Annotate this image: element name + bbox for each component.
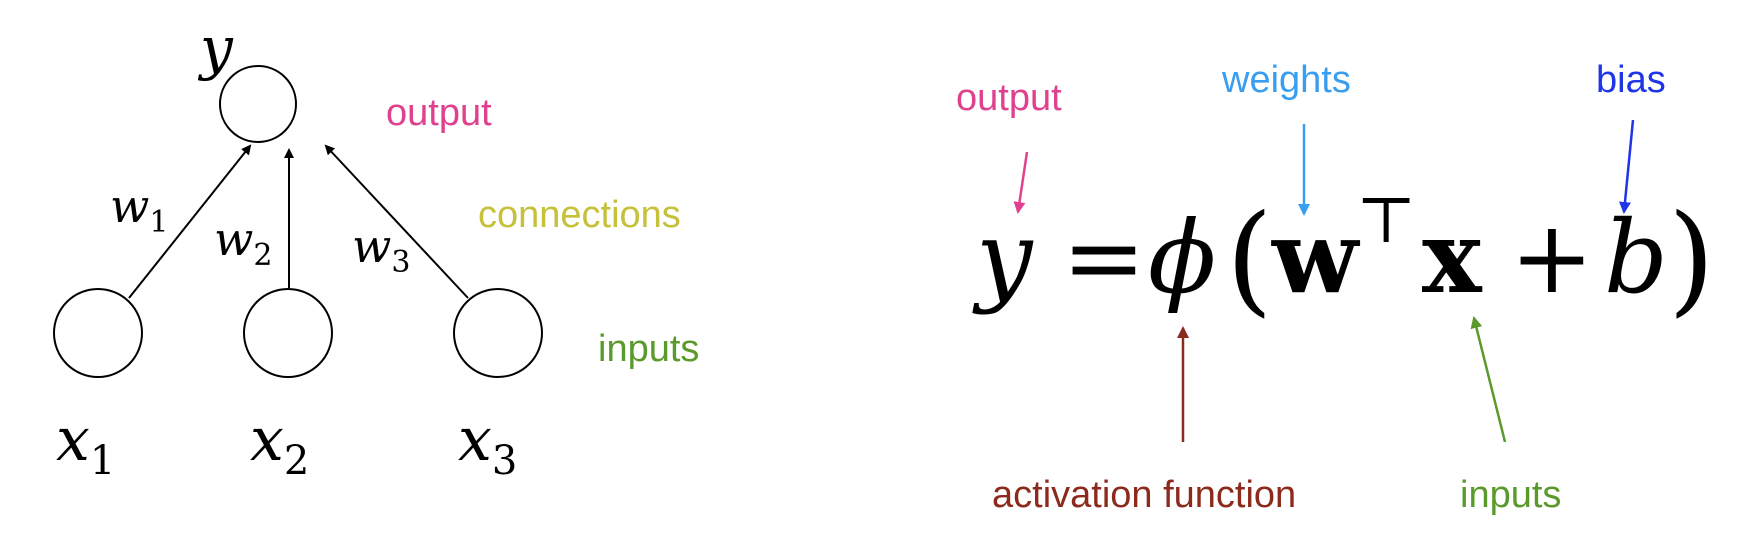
formula-open-paren: ( (1226, 190, 1273, 329)
label-output-left: output (386, 92, 492, 134)
label-output-right: output (956, 77, 1062, 119)
label-inputs-left: inputs (598, 328, 699, 370)
connection-edge-1 (128, 144, 252, 299)
perceptron-diagram: y w1 w2 w3 x1 x2 x3 output connections i… (53, 14, 699, 484)
perceptron-formula: y = ϕ ( w ⊤ x + b ) output weights bias … (956, 59, 1715, 516)
connection-edge-3 (324, 144, 469, 299)
output-node (219, 65, 297, 143)
formula-equals: = (1062, 199, 1146, 316)
formula-plus: + (1510, 199, 1594, 316)
input-symbol-2: x2 (250, 405, 309, 484)
formula-w: w (1271, 198, 1361, 316)
input-node-3 (453, 288, 543, 378)
label-activation-function: activation function (992, 474, 1296, 516)
weight-label-2: w2 (214, 212, 272, 273)
input-symbol-3: x3 (458, 405, 517, 484)
output-symbol: y (197, 14, 234, 82)
label-weights: weights (1221, 59, 1351, 101)
input-symbol-1: x1 (56, 405, 115, 484)
weight-label-1: w1 (110, 179, 168, 240)
input-node-1 (53, 288, 143, 378)
arrow-output (1013, 151, 1029, 214)
formula-transpose: ⊤ (1356, 184, 1416, 258)
arrow-inputs (1470, 316, 1507, 443)
formula-phi: ϕ (1148, 199, 1216, 316)
arrow-bias (1619, 119, 1635, 214)
formula-y: y (972, 199, 1034, 316)
formula-x: x (1422, 198, 1483, 316)
weight-label-3: w3 (352, 219, 410, 280)
label-inputs-right: inputs (1460, 474, 1561, 516)
formula-b: b (1604, 199, 1668, 316)
input-node-2 (243, 288, 333, 378)
label-bias: bias (1596, 59, 1666, 101)
formula-close-paren: ) (1668, 190, 1715, 329)
label-connections: connections (478, 194, 681, 236)
